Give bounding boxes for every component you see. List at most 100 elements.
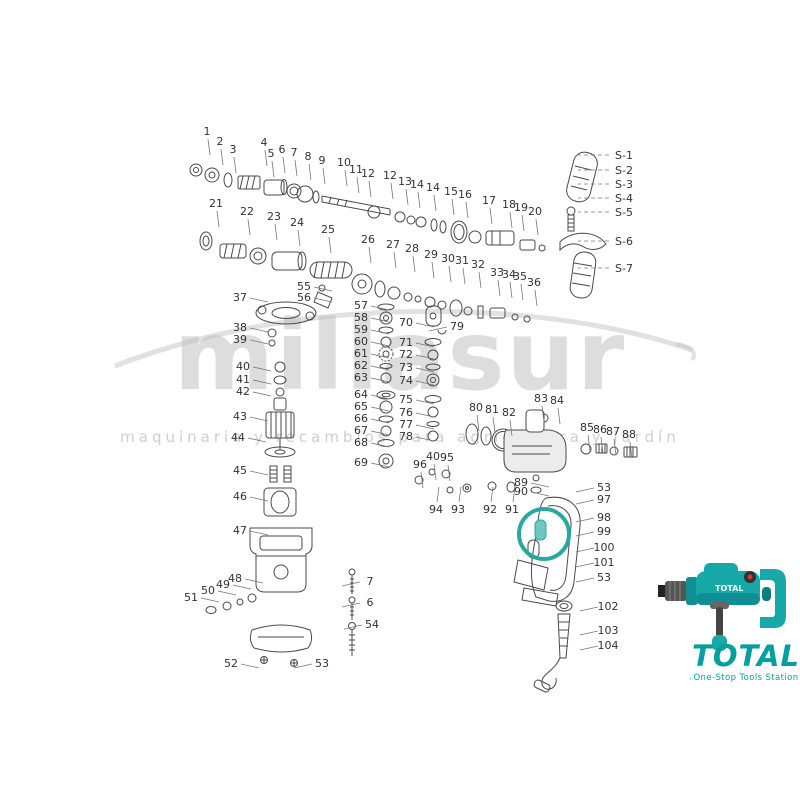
part-number: 67 bbox=[354, 424, 368, 437]
callout-leader bbox=[541, 405, 545, 423]
callout-leader bbox=[535, 218, 539, 236]
callout-leader bbox=[575, 547, 595, 553]
total-logo: TOTAL One-Stop Tools Station bbox=[690, 639, 800, 684]
part-number: 2 bbox=[217, 135, 224, 148]
part-number: 7 bbox=[291, 146, 298, 159]
callout-leader bbox=[370, 418, 390, 424]
part-number: 88 bbox=[622, 428, 636, 441]
part-number: 48 bbox=[228, 572, 242, 585]
part-number: 7 bbox=[367, 575, 374, 588]
callout-leader bbox=[579, 645, 599, 651]
callout-leader bbox=[530, 491, 550, 497]
part-number: 64 bbox=[354, 388, 368, 401]
part-number: 96 bbox=[413, 458, 427, 471]
product-brand-label: TOTAL bbox=[715, 584, 743, 593]
callout-leader bbox=[447, 464, 451, 482]
callout-leader bbox=[415, 424, 435, 430]
callout-leader bbox=[240, 663, 260, 669]
callout-leader bbox=[232, 584, 252, 590]
part-number: 18 bbox=[502, 198, 516, 211]
part-number: 8 bbox=[305, 150, 312, 163]
callout-leader bbox=[341, 581, 361, 587]
callout-leader bbox=[322, 167, 326, 185]
part-number: 14 bbox=[426, 181, 440, 194]
callout-leader bbox=[247, 437, 267, 443]
callout-leader bbox=[415, 367, 435, 373]
part-number: 23 bbox=[267, 210, 281, 223]
part-number: 3 bbox=[230, 143, 237, 156]
part-number: S-5 bbox=[615, 206, 633, 219]
callout-leader bbox=[530, 482, 550, 488]
callout-leader bbox=[492, 416, 496, 434]
callout-leader bbox=[509, 281, 513, 299]
part-number: 81 bbox=[485, 403, 499, 416]
callout-leader bbox=[313, 297, 333, 303]
part-number: 45 bbox=[233, 464, 247, 477]
part-number: 17 bbox=[482, 194, 496, 207]
callout-leader bbox=[509, 419, 513, 437]
logo-wordmark: TOTAL bbox=[692, 639, 800, 673]
callout-leader bbox=[600, 436, 604, 454]
logo-tagline: One-Stop Tools Station bbox=[690, 673, 800, 683]
callout-leader bbox=[575, 517, 595, 523]
callout-leader bbox=[415, 354, 435, 360]
callout-leader bbox=[282, 156, 286, 174]
part-number: 37 bbox=[233, 291, 247, 304]
part-number: 50 bbox=[201, 584, 215, 597]
callout-leader bbox=[393, 251, 397, 269]
part-number: 40 bbox=[426, 450, 440, 463]
part-number: 1 bbox=[204, 125, 211, 138]
part-number: 98 bbox=[597, 511, 611, 524]
callout-leader bbox=[465, 201, 469, 219]
callout-leader bbox=[370, 341, 390, 347]
part-number: 12 bbox=[361, 167, 375, 180]
part-number: 9 bbox=[319, 154, 326, 167]
part-number: 75 bbox=[399, 393, 413, 406]
part-number: 29 bbox=[424, 248, 438, 261]
callout-leader bbox=[613, 438, 617, 456]
callout-leader bbox=[220, 148, 224, 166]
callout-leader bbox=[497, 279, 501, 297]
part-number: 84 bbox=[550, 394, 564, 407]
part-number: 99 bbox=[597, 525, 611, 538]
product-image: TOTAL bbox=[658, 563, 786, 651]
callout-leader bbox=[297, 229, 301, 247]
callout-leader bbox=[579, 630, 599, 636]
callout-leader bbox=[370, 442, 390, 448]
callout-leader bbox=[249, 496, 269, 502]
part-number: 31 bbox=[455, 254, 469, 267]
callout-leader bbox=[244, 578, 264, 584]
callout-leader bbox=[433, 194, 437, 212]
part-number: 5 bbox=[268, 147, 275, 160]
callout-leader bbox=[356, 176, 360, 194]
callout-leader bbox=[417, 191, 421, 209]
part-number: 19 bbox=[514, 201, 528, 214]
part-number: 53 bbox=[315, 657, 329, 670]
callout-leader bbox=[252, 366, 272, 372]
part-number: 36 bbox=[527, 276, 541, 289]
callout-leader bbox=[436, 486, 440, 503]
part-number: 26 bbox=[361, 233, 375, 246]
callout-leader bbox=[252, 391, 272, 397]
callout-leader bbox=[478, 271, 482, 289]
part-number: 86 bbox=[593, 423, 607, 436]
callout-leader bbox=[575, 487, 595, 493]
part-number: 55 bbox=[297, 280, 311, 293]
part-number: 53 bbox=[597, 481, 611, 494]
part-number: 90 bbox=[514, 485, 528, 498]
part-number: 35 bbox=[513, 270, 527, 283]
callout-leader bbox=[370, 394, 390, 400]
part-number: 54 bbox=[365, 618, 379, 631]
callout-leader bbox=[249, 327, 269, 333]
callout-leader bbox=[629, 441, 633, 459]
part-number: 52 bbox=[224, 657, 238, 670]
part-number: 56 bbox=[297, 291, 311, 304]
callout-leader bbox=[412, 255, 416, 273]
callout-leader bbox=[575, 562, 595, 568]
part-number: 97 bbox=[597, 493, 611, 506]
part-number: 57 bbox=[354, 299, 368, 312]
part-number: 34 bbox=[502, 268, 516, 281]
callout-leader bbox=[368, 180, 372, 198]
part-number: 74 bbox=[399, 374, 413, 387]
part-number: 53 bbox=[597, 571, 611, 584]
